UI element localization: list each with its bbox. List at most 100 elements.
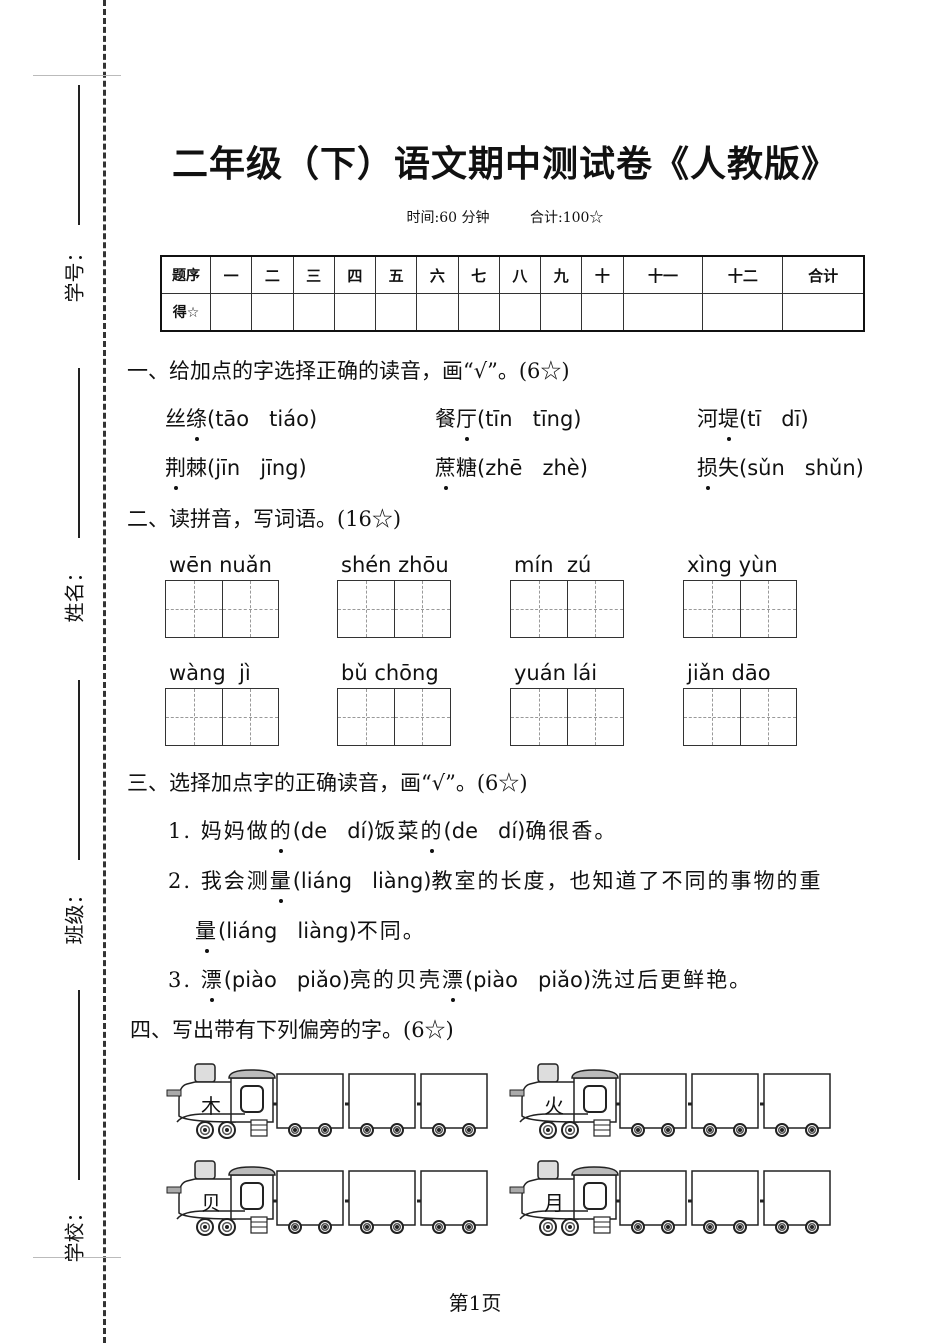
train-car-answer-box[interactable] bbox=[420, 1073, 488, 1129]
writing-cell[interactable] bbox=[567, 581, 624, 637]
pinyin-options[interactable]: (tī dī) bbox=[739, 407, 809, 431]
pinyin-options[interactable]: (tāo tiáo) bbox=[207, 407, 318, 431]
dotted-character: 量 bbox=[195, 919, 218, 943]
writing-cell[interactable] bbox=[740, 581, 797, 637]
writing-cell[interactable] bbox=[394, 581, 451, 637]
writing-grid[interactable] bbox=[337, 688, 451, 746]
writing-grid[interactable] bbox=[683, 580, 797, 638]
pinyin-options[interactable]: (tīn tīng) bbox=[477, 407, 582, 431]
section1-heading: 一、给加点的字选择正确的读音，画“√”。(6☆) bbox=[127, 359, 570, 383]
train-car-answer-box[interactable] bbox=[763, 1170, 831, 1226]
score-cell[interactable] bbox=[374, 293, 418, 332]
dotted-character: 的 bbox=[420, 819, 444, 843]
row-header: 题序 bbox=[160, 255, 211, 294]
writing-grid[interactable] bbox=[510, 580, 624, 638]
writing-cell[interactable] bbox=[166, 581, 223, 637]
section2-heading: 二、读拼音，写词语。(16☆) bbox=[127, 507, 402, 531]
row-header: 得☆ bbox=[160, 293, 211, 332]
score-cell[interactable] bbox=[622, 293, 704, 332]
train-car-answer-box[interactable] bbox=[619, 1170, 687, 1226]
sentence-text: 饭菜 bbox=[374, 819, 421, 843]
writing-grid[interactable] bbox=[337, 580, 451, 638]
section3-heading: 三、选择加点字的正确读音，画“√”。(6☆) bbox=[127, 771, 528, 795]
writing-grid[interactable] bbox=[165, 580, 279, 638]
writing-cell[interactable] bbox=[394, 689, 451, 745]
class-blank[interactable] bbox=[78, 680, 80, 860]
score-cell[interactable] bbox=[782, 293, 865, 332]
score-table-score-row: 得☆ bbox=[160, 293, 865, 332]
writing-cell[interactable] bbox=[166, 689, 223, 745]
sentence-text: 1. 妈妈做 bbox=[168, 819, 270, 843]
column-header: 十一 bbox=[622, 255, 704, 294]
score-cell[interactable] bbox=[498, 293, 542, 332]
word-part: 失 bbox=[718, 456, 739, 480]
score-cell[interactable] bbox=[251, 293, 294, 332]
sentence-text: 洗过后更鲜艳。 bbox=[591, 968, 753, 992]
train-car-answer-box[interactable] bbox=[763, 1073, 831, 1129]
train-car-answer-box[interactable] bbox=[276, 1170, 344, 1226]
name-blank[interactable] bbox=[78, 368, 80, 538]
train-car-answer-box[interactable] bbox=[619, 1073, 687, 1129]
sentence-text: 教室的长度，也知道了不同的事物的重 bbox=[431, 869, 823, 893]
column-header: 五 bbox=[374, 255, 418, 294]
word-part: 餐 bbox=[435, 407, 456, 431]
writing-cell[interactable] bbox=[222, 689, 279, 745]
score-cell[interactable] bbox=[292, 293, 335, 332]
dotted-character: 的 bbox=[269, 819, 293, 843]
writing-cell[interactable] bbox=[511, 689, 568, 745]
writing-grid[interactable] bbox=[510, 688, 624, 746]
writing-cell[interactable] bbox=[567, 689, 624, 745]
pinyin-options[interactable]: (liáng liàng) bbox=[292, 869, 432, 893]
train-car-answer-box[interactable] bbox=[348, 1170, 416, 1226]
pinyin-options[interactable]: (de dí) bbox=[292, 819, 375, 843]
sentence-line: 3. 漂(piào piǎo)亮的贝壳漂(piào piǎo)洗过后更鲜艳。 bbox=[168, 964, 752, 994]
writing-cell[interactable] bbox=[338, 689, 395, 745]
pinyin-options[interactable]: (piào piǎo) bbox=[464, 968, 592, 992]
pinyin-prompt: mín zú bbox=[514, 553, 592, 577]
reading-item: 蔗糖(zhē zhè) bbox=[435, 452, 588, 482]
writing-grid[interactable] bbox=[683, 688, 797, 746]
radical-label: 木 bbox=[201, 1094, 221, 1118]
margin-divider bbox=[33, 1257, 121, 1258]
writing-cell[interactable] bbox=[684, 689, 741, 745]
score-cell[interactable] bbox=[209, 293, 253, 332]
sentence-text: 3. bbox=[168, 968, 201, 992]
pinyin-prompt: bǔ chōng bbox=[341, 661, 439, 685]
score-cell[interactable] bbox=[416, 293, 459, 332]
score-cell[interactable] bbox=[581, 293, 624, 332]
column-header: 九 bbox=[539, 255, 583, 294]
reading-item: 河堤(tī dī) bbox=[697, 403, 809, 433]
dotted-character: 荆 bbox=[165, 456, 186, 480]
score-cell[interactable] bbox=[702, 293, 784, 332]
student-id-label: 学号： bbox=[62, 242, 87, 303]
column-header: 八 bbox=[498, 255, 542, 294]
student-id-blank[interactable] bbox=[78, 85, 80, 225]
train-car-answer-box[interactable] bbox=[276, 1073, 344, 1129]
train-exercise: 火 bbox=[508, 1060, 838, 1140]
writing-grid[interactable] bbox=[165, 688, 279, 746]
pinyin-options[interactable]: (liáng liàng) bbox=[218, 919, 357, 943]
train-car-answer-box[interactable] bbox=[691, 1170, 759, 1226]
dotted-character: 量 bbox=[269, 869, 293, 893]
pinyin-options[interactable]: (de dí) bbox=[443, 819, 526, 843]
writing-cell[interactable] bbox=[740, 689, 797, 745]
train-exercise: 木 bbox=[165, 1060, 495, 1140]
score-cell[interactable] bbox=[539, 293, 583, 332]
score-cell[interactable] bbox=[457, 293, 500, 332]
school-blank[interactable] bbox=[78, 990, 80, 1180]
train-car-answer-box[interactable] bbox=[691, 1073, 759, 1129]
writing-cell[interactable] bbox=[338, 581, 395, 637]
pinyin-options[interactable]: (piào piǎo) bbox=[223, 968, 350, 992]
radical-label: 月 bbox=[544, 1191, 564, 1215]
writing-cell[interactable] bbox=[684, 581, 741, 637]
pinyin-options[interactable]: (sǔn shǔn) bbox=[739, 456, 864, 480]
pinyin-options[interactable]: (jīn jīng) bbox=[207, 456, 307, 480]
train-car-answer-box[interactable] bbox=[348, 1073, 416, 1129]
writing-cell[interactable] bbox=[511, 581, 568, 637]
score-cell[interactable] bbox=[333, 293, 377, 332]
word-part: 糖 bbox=[456, 456, 477, 480]
writing-cell[interactable] bbox=[222, 581, 279, 637]
pinyin-options[interactable]: (zhē zhè) bbox=[477, 456, 588, 480]
pinyin-prompt: xìng yùn bbox=[687, 553, 778, 577]
train-car-answer-box[interactable] bbox=[420, 1170, 488, 1226]
